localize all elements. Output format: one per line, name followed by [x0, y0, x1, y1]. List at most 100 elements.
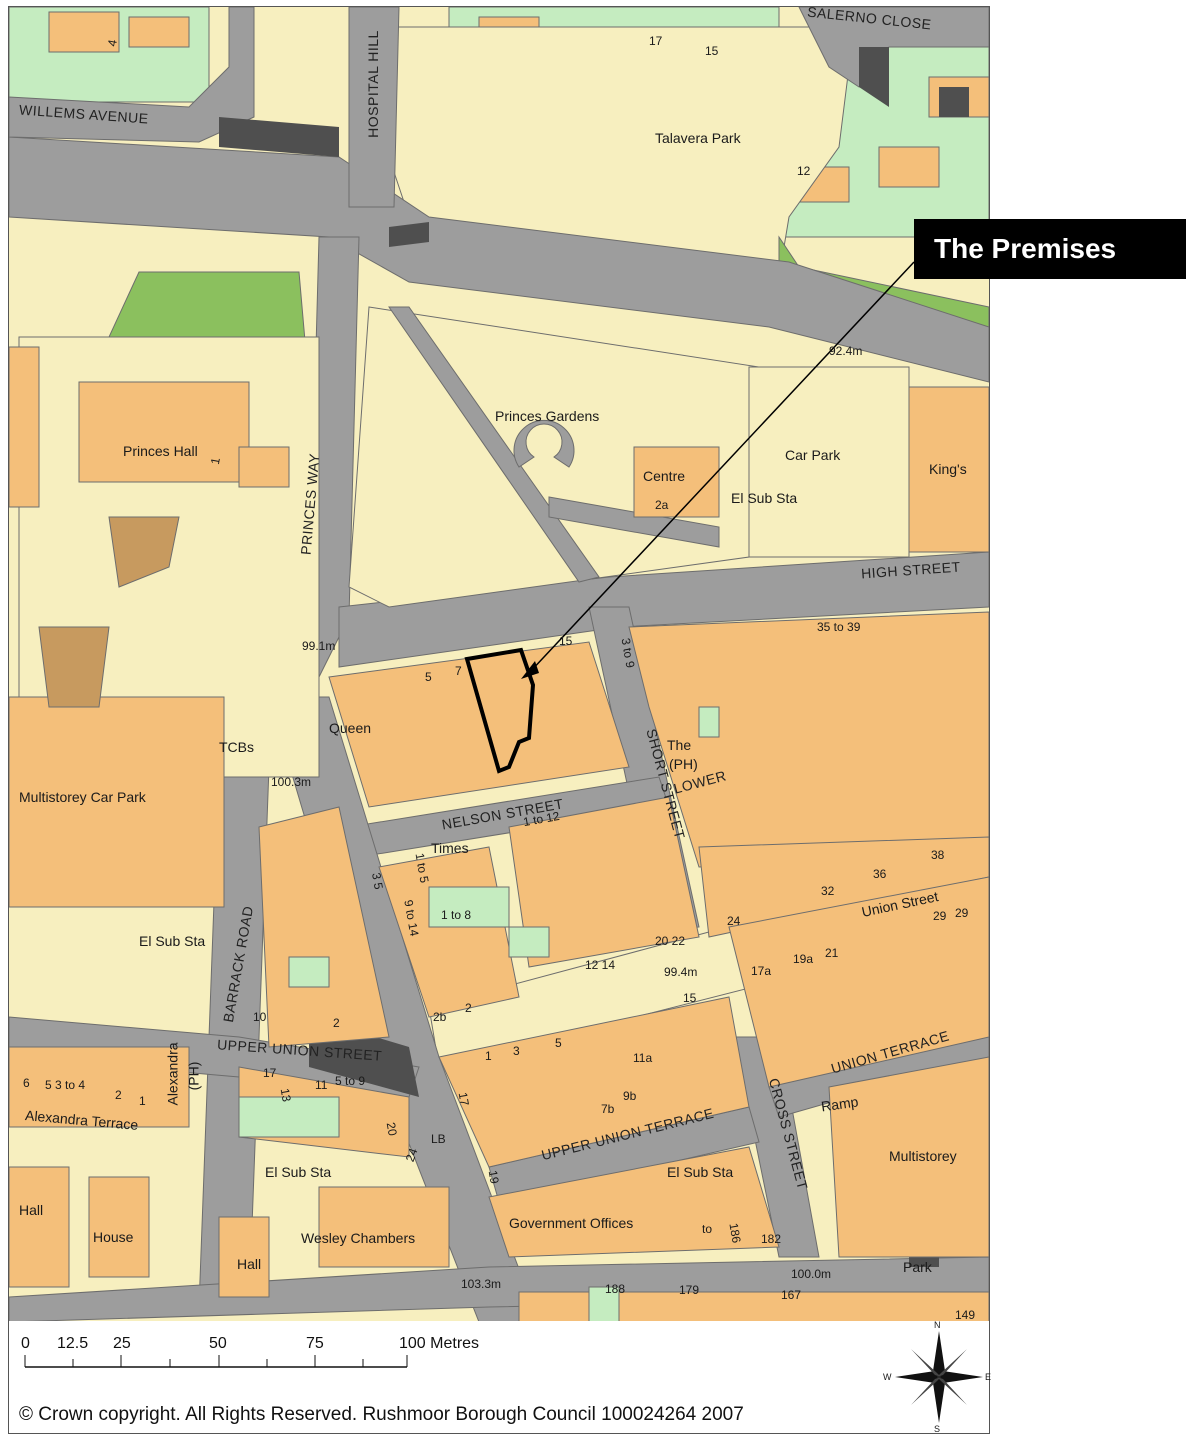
house-number: 6: [23, 1076, 30, 1090]
house-number: 149: [955, 1308, 976, 1322]
scale-tick-label: 50: [209, 1335, 227, 1352]
premises-callout: The Premises: [914, 219, 1186, 279]
place-label-multistorey: Multistorey: [889, 1148, 957, 1164]
place-label-ph: (PH): [669, 756, 698, 772]
house-number: 7: [455, 664, 462, 678]
place-label-park: Park: [903, 1259, 932, 1275]
spot-height-label: 100.0m: [791, 1267, 832, 1281]
spot-height-label: 99.1m: [302, 639, 336, 653]
place-label-el-sub-sta-central: El Sub Sta: [265, 1164, 332, 1180]
green-patches: [238, 706, 720, 1322]
scale-tick-label: 0: [21, 1335, 30, 1352]
scale-tick-label: 12.5: [57, 1335, 89, 1352]
house-number: 38: [931, 848, 945, 862]
car-park-north: [748, 366, 910, 558]
place-label-multistorey-car-park: Multistorey Car Park: [19, 789, 146, 805]
house-number: 17: [455, 1091, 472, 1107]
place-label-hall-central: Hall: [237, 1256, 262, 1272]
callout-arrowhead: [521, 661, 539, 679]
house-number: 11a: [633, 1051, 653, 1065]
place-label-hall-west: Hall: [19, 1202, 44, 1218]
house-number: 13: [277, 1087, 294, 1103]
house-number: 21: [825, 946, 839, 960]
spot-height-label: 92.4m: [829, 344, 863, 358]
house-number: 24: [727, 914, 741, 928]
place-label-princes-hall: Princes Hall: [123, 443, 198, 459]
house-number: 20 22: [655, 934, 686, 948]
scale-bar: [24, 1355, 408, 1368]
compass-west-label: W: [883, 1372, 892, 1382]
house-number: 12 14: [585, 958, 616, 972]
house-number: 167: [781, 1288, 802, 1302]
house-number: 19: [485, 1169, 502, 1185]
house-number: 9b: [623, 1089, 637, 1103]
scale-tick-label: 25: [113, 1335, 131, 1352]
house-number: 2b: [433, 1010, 447, 1024]
house-number: 179: [679, 1283, 700, 1297]
house-number: 5: [425, 670, 432, 684]
house-number: 2: [465, 1001, 472, 1015]
house-number: 20: [383, 1121, 400, 1137]
place-label-el-sub-sta-south: El Sub Sta: [667, 1164, 734, 1180]
house-number: 35 to 39: [817, 620, 861, 634]
house-number: 188: [605, 1282, 626, 1296]
spot-height-label: 100.3m: [271, 775, 312, 789]
place-label-kings: King's: [929, 461, 967, 477]
house-number: 15: [705, 44, 719, 58]
place-label-centre: Centre: [643, 468, 686, 484]
house-number: 2: [115, 1088, 122, 1102]
map-frame[interactable]: SALERNO CLOSE WILLEMS AVENUE HOSPITAL HI…: [8, 6, 990, 1323]
street-label-hospital-hill: HOSPITAL HILL: [364, 30, 381, 138]
house-number: 2a: [655, 498, 669, 512]
house-number: 17: [649, 34, 663, 48]
scale-tick-label: 100 Metres: [399, 1335, 480, 1352]
place-label-princes-gardens: Princes Gardens: [495, 408, 600, 424]
house-number: 11: [315, 1078, 328, 1092]
house-number: 5: [555, 1036, 562, 1050]
compass-north-label: N: [934, 1320, 941, 1330]
house-number: 19a: [793, 952, 814, 966]
legend-panel: 0 12.5 25 50 75 100 Metres N S E W © Cro…: [8, 1321, 992, 1434]
place-label-times: Times: [431, 840, 469, 856]
house-number: 182: [761, 1232, 782, 1246]
house-number: 3: [513, 1044, 520, 1058]
copyright-notice: © Crown copyright. All Rights Reserved. …: [19, 1404, 744, 1425]
house-number: 36: [873, 867, 887, 881]
compass-rose-icon: N S E W: [883, 1321, 992, 1434]
premises-outline: [464, 647, 536, 774]
house-number: 186: [726, 1221, 744, 1245]
compass-east-label: E: [985, 1372, 992, 1382]
house-number: 32: [821, 884, 835, 898]
house-number: to: [702, 1222, 713, 1236]
scale-tick-label: 75: [306, 1335, 324, 1352]
house-number: 3 5: [369, 871, 386, 891]
place-label-talavera-park: Talavera Park: [655, 130, 741, 146]
house-number: 12: [797, 164, 811, 178]
place-label-tcbs: TCBs: [219, 739, 254, 755]
house-number: 5 to 9: [335, 1074, 366, 1088]
place-label-wesley-chambers: Wesley Chambers: [301, 1230, 416, 1246]
spot-height-label: 99.4m: [664, 965, 698, 979]
place-label-lb: LB: [431, 1132, 446, 1146]
compass-south-label: S: [934, 1424, 941, 1434]
house-number: 29: [933, 909, 947, 923]
place-label-government-offices: Government Offices: [509, 1215, 634, 1231]
house-number: 1: [485, 1049, 492, 1063]
place-label-alexandra-ph-suffix: (PH): [185, 1061, 202, 1091]
house-number: 17a: [751, 964, 772, 978]
house-number: 5 3 to 4: [45, 1078, 86, 1092]
house-number: 7b: [601, 1102, 615, 1116]
house-number: 2: [333, 1016, 340, 1030]
place-label-house: House: [93, 1229, 134, 1245]
map-canvas: [9, 7, 989, 1322]
house-number: 15: [683, 991, 697, 1005]
house-number: 10: [253, 1010, 267, 1024]
spot-height-label: 103.3m: [461, 1277, 502, 1291]
house-number: 15: [559, 634, 573, 648]
place-label-queen: Queen: [329, 720, 372, 736]
house-number: 1: [139, 1094, 146, 1108]
princes-gardens-paths: [388, 306, 720, 583]
house-number: 1 to 8: [441, 908, 472, 922]
place-label-car-park: Car Park: [785, 447, 841, 463]
house-number: 29: [955, 906, 969, 920]
